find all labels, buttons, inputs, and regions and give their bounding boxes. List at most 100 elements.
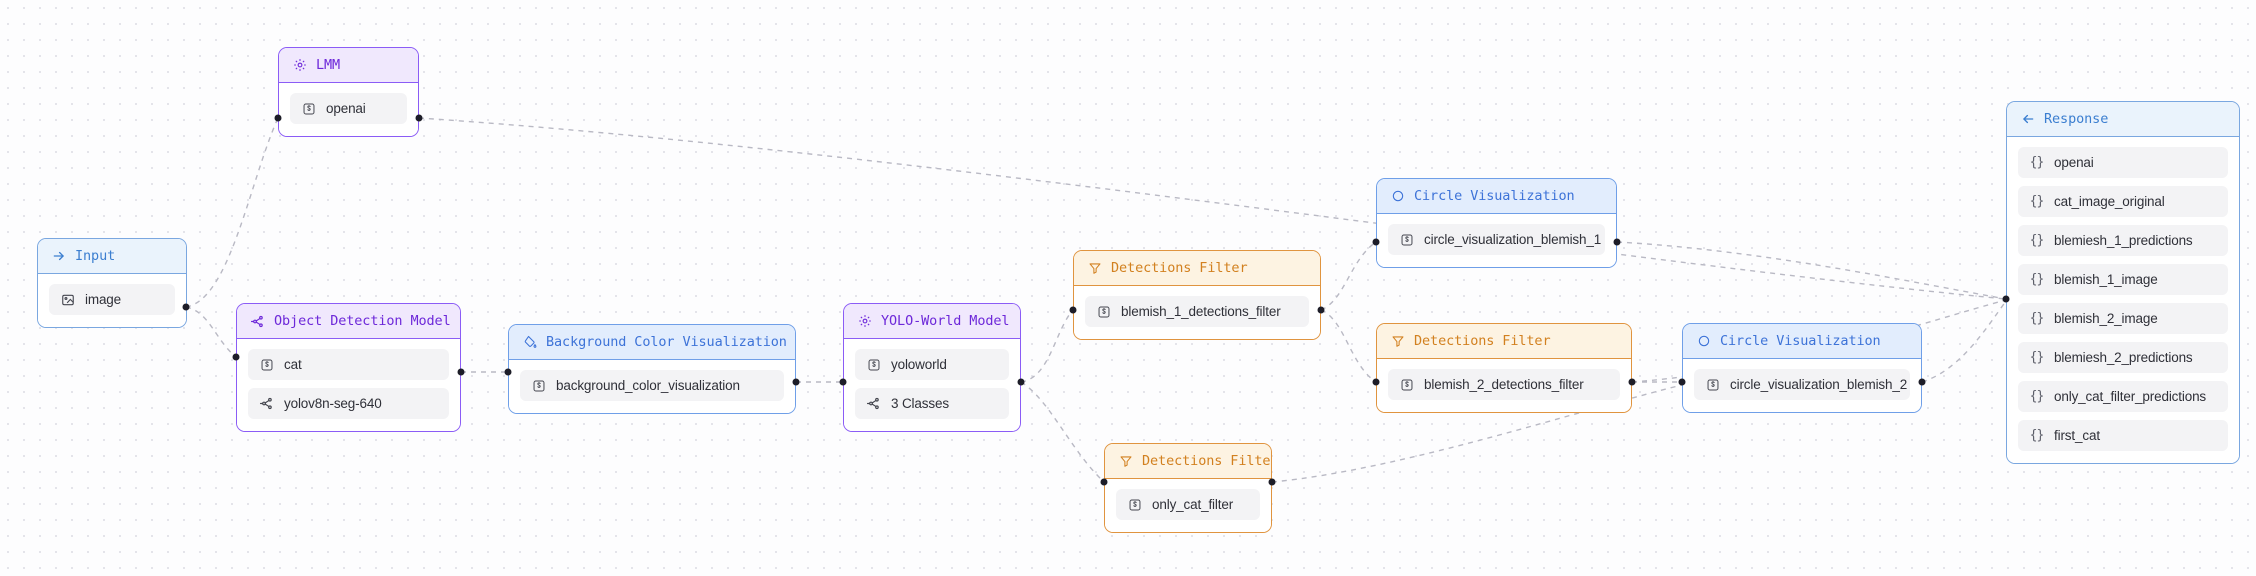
response-panel-header: Response	[2007, 102, 2239, 137]
port-lmm-out[interactable]	[415, 114, 423, 122]
port-filter2-out[interactable]	[1628, 378, 1636, 386]
node-background-color-header: Background Color Visualization	[509, 325, 795, 360]
node-detections-filter-2-header: Detections Filter	[1377, 324, 1631, 359]
edge-yolo-to-filter3	[1020, 381, 1105, 483]
response-row-label: openai	[2054, 155, 2094, 170]
response-row[interactable]: {} cat_image_original	[2018, 186, 2228, 217]
braces-icon: {}	[2029, 389, 2045, 404]
node-background-color-body: background_color_visualization	[509, 360, 795, 413]
response-row-label: blemiesh_2_predictions	[2054, 350, 2193, 365]
node-circle-visualization-1-row[interactable]: circle_visualization_blemish_1	[1388, 224, 1605, 255]
edge-input-to-lmm	[185, 117, 279, 308]
edge-yolo-to-filter1	[1020, 309, 1074, 383]
node-detections-filter-2-row[interactable]: blemish_2_detections_filter	[1388, 369, 1620, 400]
braces-icon: {}	[2029, 194, 2045, 209]
node-circle-visualization-1-body: circle_visualization_blemish_1	[1377, 214, 1616, 267]
port-bgcolor-out[interactable]	[792, 378, 800, 386]
port-input-out[interactable]	[182, 303, 190, 311]
response-row[interactable]: {} first_cat	[2018, 420, 2228, 451]
node-detections-filter-1-row[interactable]: blemish_1_detections_filter	[1085, 296, 1309, 327]
node-input-row-label: image	[85, 292, 122, 307]
node-circle-visualization-2[interactable]: Circle Visualization circle_visualizatio…	[1682, 323, 1922, 413]
port-filter3-in[interactable]	[1100, 478, 1108, 486]
edge-circle1-to-response	[1616, 241, 2007, 300]
gear-icon	[292, 58, 307, 73]
node-detections-filter-1-header: Detections Filter	[1074, 251, 1320, 286]
node-detections-filter-3-row[interactable]: only_cat_filter	[1116, 489, 1260, 520]
response-row-label: cat_image_original	[2054, 194, 2165, 209]
response-panel[interactable]: Response {} openai {} cat_image_original…	[2006, 101, 2240, 464]
response-panel-title: Response	[2044, 111, 2109, 127]
model-icon	[259, 396, 274, 411]
model-icon	[866, 396, 881, 411]
node-background-color-row-label: background_color_visualization	[556, 378, 740, 393]
node-lmm-row-openai[interactable]: openai	[290, 93, 407, 124]
node-circle-visualization-2-row[interactable]: circle_visualization_blemish_2	[1694, 369, 1910, 400]
node-detections-filter-2-title: Detections Filter	[1414, 333, 1551, 349]
node-object-detection-row-cat[interactable]: cat	[248, 349, 449, 380]
node-input[interactable]: Input image	[37, 238, 187, 328]
port-circle2-in[interactable]	[1678, 378, 1686, 386]
port-response-in[interactable]	[2002, 295, 2010, 303]
node-detections-filter-3-title: Detections Filter	[1142, 453, 1272, 469]
port-circle1-out[interactable]	[1613, 238, 1621, 246]
node-circle-visualization-2-header: Circle Visualization	[1683, 324, 1921, 359]
port-filter2-in[interactable]	[1372, 378, 1380, 386]
node-object-detection-header: Object Detection Model	[237, 304, 460, 339]
node-object-detection-model[interactable]: Object Detection Model cat yolov8n-seg-6…	[236, 303, 461, 432]
string-icon	[259, 357, 274, 372]
node-lmm-title: LMM	[316, 57, 341, 73]
port-circle2-out[interactable]	[1918, 378, 1926, 386]
port-objdet-in[interactable]	[232, 353, 240, 361]
node-yolo-world-row-label-0: yoloworld	[891, 357, 947, 372]
response-row[interactable]: {} openai	[2018, 147, 2228, 178]
braces-icon: {}	[2029, 311, 2045, 326]
port-circle1-in[interactable]	[1372, 238, 1380, 246]
node-input-title: Input	[75, 248, 116, 264]
response-row[interactable]: {} only_cat_filter_predictions	[2018, 381, 2228, 412]
response-panel-body: {} openai {} cat_image_original {} blemi…	[2007, 137, 2239, 463]
node-input-body: image	[38, 274, 186, 327]
port-yolo-in[interactable]	[839, 378, 847, 386]
node-detections-filter-1-row-label: blemish_1_detections_filter	[1121, 304, 1281, 319]
port-objdet-out[interactable]	[457, 368, 465, 376]
response-row[interactable]: {} blemish_1_image	[2018, 264, 2228, 295]
node-yolo-world-body: yoloworld 3 Classes	[844, 339, 1020, 431]
node-circle-visualization-2-row-label: circle_visualization_blemish_2	[1730, 377, 1908, 392]
node-circle-visualization-1-header: Circle Visualization	[1377, 179, 1616, 214]
node-object-detection-row-label-1: yolov8n-seg-640	[284, 396, 382, 411]
port-yolo-out[interactable]	[1017, 378, 1025, 386]
port-lmm-in[interactable]	[274, 114, 282, 122]
node-detections-filter-1[interactable]: Detections Filter blemish_1_detections_f…	[1073, 250, 1321, 340]
node-input-row-image[interactable]: image	[49, 284, 175, 315]
node-yolo-world-title: YOLO-World Model	[881, 313, 1010, 329]
node-background-color-visualization[interactable]: Background Color Visualization backgroun…	[508, 324, 796, 414]
response-row[interactable]: {} blemiesh_1_predictions	[2018, 225, 2228, 256]
node-detections-filter-2[interactable]: Detections Filter blemish_2_detections_f…	[1376, 323, 1632, 413]
node-background-color-row[interactable]: background_color_visualization	[520, 370, 784, 401]
response-row-label: blemish_1_image	[2054, 272, 2158, 287]
node-detections-filter-1-title: Detections Filter	[1111, 260, 1248, 276]
response-row[interactable]: {} blemish_2_image	[2018, 303, 2228, 334]
node-yolo-world-row-classes[interactable]: 3 Classes	[855, 388, 1009, 419]
node-detections-filter-3[interactable]: Detections Filter only_cat_filter	[1104, 443, 1272, 533]
response-row[interactable]: {} blemiesh_2_predictions	[2018, 342, 2228, 373]
port-bgcolor-in[interactable]	[504, 368, 512, 376]
string-icon	[1399, 377, 1414, 392]
response-row-label: first_cat	[2054, 428, 2100, 443]
node-lmm[interactable]: LMM openai	[278, 47, 419, 137]
string-icon	[866, 357, 881, 372]
port-filter3-out[interactable]	[1268, 478, 1276, 486]
port-filter1-out[interactable]	[1317, 306, 1325, 314]
node-yolo-world-row-yoloworld[interactable]: yoloworld	[855, 349, 1009, 380]
node-circle-visualization-1-row-label: circle_visualization_blemish_1	[1424, 232, 1602, 247]
node-circle-visualization-1[interactable]: Circle Visualization circle_visualizatio…	[1376, 178, 1617, 268]
node-circle-visualization-1-title: Circle Visualization	[1414, 188, 1575, 204]
node-object-detection-row-model[interactable]: yolov8n-seg-640	[248, 388, 449, 419]
node-yolo-world-model[interactable]: YOLO-World Model yoloworld 3 Classes	[843, 303, 1021, 432]
port-filter1-in[interactable]	[1069, 306, 1077, 314]
filter-icon	[1087, 261, 1102, 276]
node-detections-filter-2-row-label: blemish_2_detections_filter	[1424, 377, 1584, 392]
circle-icon	[1696, 334, 1711, 349]
